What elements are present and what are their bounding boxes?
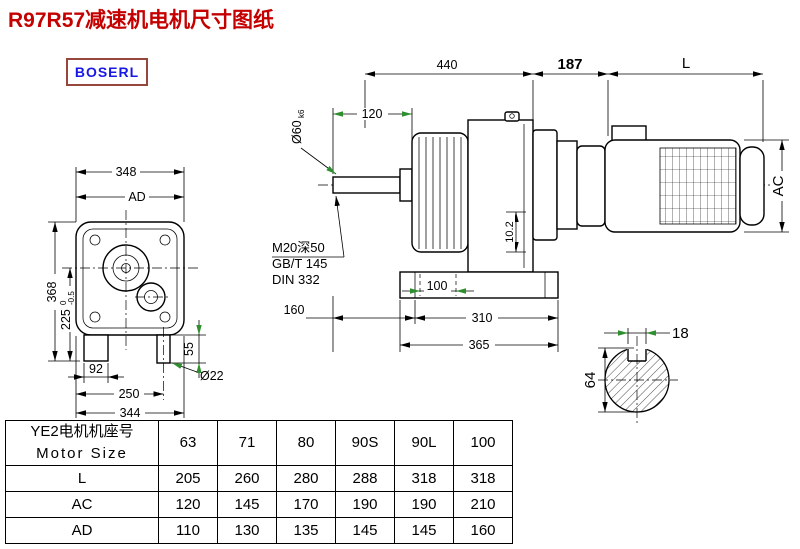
tap-gb-label: GB/T 145	[272, 256, 327, 271]
table-cell-size: 71	[217, 420, 277, 466]
table-cell: 318	[453, 464, 513, 492]
tap-thread-label: M20深50	[272, 240, 325, 255]
dim-dia60-tol: k6	[297, 109, 306, 118]
table-cell: 260	[217, 464, 277, 492]
table-cell-size: 90L	[394, 420, 454, 466]
lifting-eye	[504, 111, 520, 122]
table-cell: 190	[335, 490, 395, 518]
dim-225-label: 225	[59, 309, 73, 330]
dim-225-tol-lower: -0.5	[67, 291, 76, 305]
dim-shaft-dia60: Ø60 k6	[290, 109, 337, 175]
brand-logo-text: BOSERL	[74, 64, 140, 80]
dim-368-label: 368	[45, 282, 59, 303]
table-cell: 120	[158, 490, 218, 518]
dim-top-row: 440 187 L	[364, 55, 764, 142]
table-header-row: YE2电机机座号 Motor Size 63 71 80 90S 90L 100	[5, 420, 513, 466]
table-cell: 130	[217, 516, 277, 544]
table-row-AC: AC 120 145 170 190 190 210	[5, 490, 513, 518]
dim-front-ad: AD	[76, 190, 184, 204]
table-cell-size: 80	[276, 420, 336, 466]
table-cell-size: 63	[158, 420, 218, 466]
table-cell: 110	[158, 516, 218, 544]
tap-din-label: DIN 332	[272, 272, 320, 287]
motor-endcap	[739, 146, 765, 226]
table-cell: 160	[453, 516, 513, 544]
tap-note: M20深50 GB/T 145 DIN 332	[272, 195, 345, 287]
dim-55-label: 55	[182, 342, 196, 356]
table-cell: 288	[335, 464, 395, 492]
dim-foot-344: 344	[76, 336, 185, 420]
dim-key-18: 18	[604, 325, 689, 344]
motor-fins	[659, 147, 737, 225]
brand-logo: BOSERL	[66, 58, 148, 86]
shaft-section-view: 18 64	[582, 325, 689, 424]
dim-18-label: 18	[672, 325, 689, 342]
dim-foot-55: 55	[170, 320, 206, 378]
dim-foot-250: 250	[75, 336, 164, 418]
dim-10-2-label: 10.2	[504, 221, 516, 242]
table-cell: 170	[276, 490, 336, 518]
dim-key-10-2: 10.2	[503, 211, 526, 253]
dim-64-label: 64	[582, 372, 599, 389]
dim-ad-label: AD	[128, 190, 145, 204]
dim-440-label: 440	[437, 58, 458, 72]
gearbox-side-view: 440 187 L 120 Ø60 k6 M20深50 GB/T 145 DIN…	[272, 55, 789, 352]
dim-160-label: 160	[284, 303, 305, 317]
dim-250-label: 250	[119, 387, 140, 401]
dim-front-368: 368	[45, 221, 80, 362]
dim-225-tol-upper: 0	[59, 300, 68, 305]
table-header-en: Motor Size	[36, 444, 128, 462]
dim-front-348: 348	[75, 165, 185, 222]
dim-shaft-64: 64	[582, 347, 634, 413]
dim-92-label: 92	[89, 362, 103, 376]
dim-base-100: 100	[402, 279, 474, 294]
table-cell-size: 100	[453, 420, 513, 466]
table-cell: 135	[276, 516, 336, 544]
dim-120-label: 120	[362, 107, 383, 121]
dim-motor-ac: AC	[744, 139, 789, 233]
table-cell: 280	[276, 464, 336, 492]
dim-shaft-120: 120	[332, 107, 413, 174]
dim-365-label: 365	[469, 338, 490, 352]
dim-100-label: 100	[427, 279, 448, 293]
table-row-label: AC	[5, 490, 159, 518]
table-cell: 205	[158, 464, 218, 492]
table-cell: 210	[453, 490, 513, 518]
dim-dia60-label: Ø60	[290, 120, 304, 144]
table-header-cell: YE2电机机座号 Motor Size	[5, 420, 159, 466]
dim-344-label: 344	[120, 406, 141, 420]
table-row-AD: AD 110 130 135 145 145 160	[5, 516, 513, 544]
dim-foot-92: 92	[68, 362, 124, 383]
dim-310-label: 310	[472, 311, 493, 325]
table-cell: 190	[394, 490, 454, 518]
motor-size-table: YE2电机机座号 Motor Size 63 71 80 90S 90L 100…	[5, 420, 513, 544]
table-cell: 145	[394, 516, 454, 544]
gearbox-front-view: 348 AD 368 225 0 -0.5	[45, 165, 224, 420]
dim-187-label: 187	[557, 56, 582, 73]
page-title: R97R57减速机电机尺寸图纸	[8, 9, 275, 32]
table-header-cn: YE2电机机座号	[30, 423, 134, 440]
dim-front-225: 225 0 -0.5	[59, 268, 76, 361]
table-cell: 145	[335, 516, 395, 544]
dim-22-label: Ø22	[200, 369, 224, 383]
mounting-base	[399, 271, 559, 299]
dim-base-row: 160 310 365	[284, 296, 559, 352]
housing-ribs	[418, 137, 462, 249]
dim-shaft-22: Ø22	[171, 362, 224, 383]
table-row-L: L 205 260 280 288 318 318	[5, 464, 513, 492]
dim-ac-label: AC	[770, 175, 787, 196]
table-cell: 318	[394, 464, 454, 492]
dim-348-label: 348	[116, 165, 137, 179]
dim-L-label: L	[682, 55, 690, 72]
table-cell-size: 90S	[335, 420, 395, 466]
table-row-label: AD	[5, 516, 159, 544]
table-row-label: L	[5, 464, 159, 492]
table-cell: 145	[217, 490, 277, 518]
